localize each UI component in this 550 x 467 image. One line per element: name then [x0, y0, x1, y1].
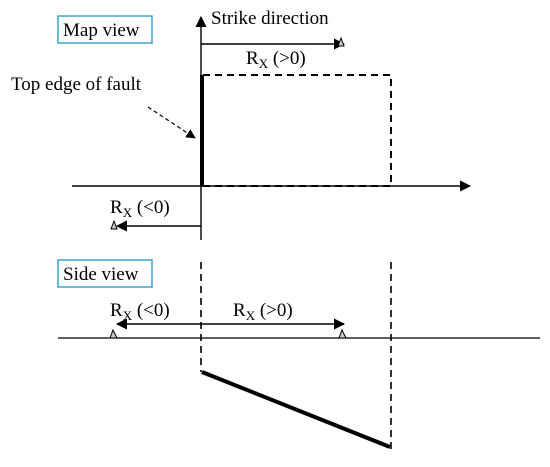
side-view-panel: Side view RX (<0) RX (>0)	[57, 259, 540, 450]
rx-positive-label-side: RX (>0)	[233, 300, 293, 323]
side-view-label-box	[57, 259, 153, 288]
side-view-label: Side view	[63, 264, 139, 285]
site-marker-triangle	[337, 36, 345, 47]
site-marker-triangle	[110, 219, 118, 230]
fault-plane-projection	[203, 74, 392, 187]
rx-positive-label-map: RX (>0)	[246, 48, 306, 71]
map-view-panel: Map view Strike direction RX (>0) Top ed…	[11, 8, 472, 240]
strike-direction-label: Strike direction	[211, 8, 329, 29]
site-marker-triangle	[338, 328, 347, 339]
dipping-fault-plane	[201, 370, 391, 449]
map-view-label-box	[57, 15, 153, 44]
rx-negative-label-side: RX (<0)	[110, 300, 170, 323]
site-marker-triangle	[109, 328, 118, 339]
rx-negative-label-map: RX (<0)	[110, 197, 170, 220]
map-view-label: Map view	[63, 20, 140, 41]
top-edge-leader	[147, 106, 196, 139]
top-edge-label: Top edge of fault	[11, 74, 142, 95]
